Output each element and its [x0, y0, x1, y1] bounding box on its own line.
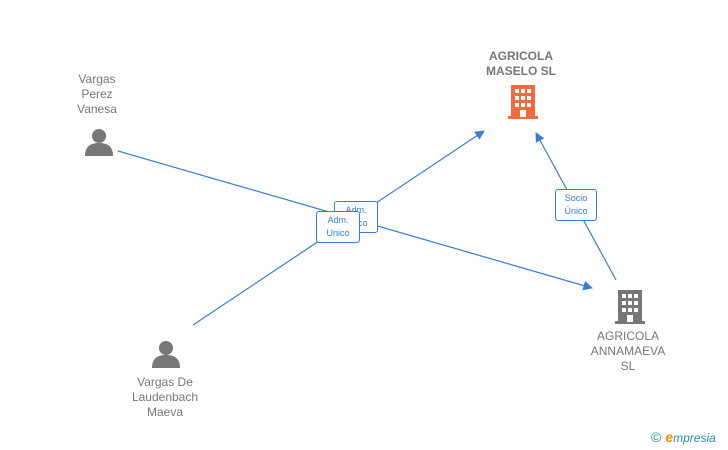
person-icon: [85, 129, 113, 156]
edge-label-adm-unico: Adm. Unico: [316, 211, 360, 243]
person-icon: [152, 341, 180, 368]
building-icon: [615, 290, 645, 324]
person-label-vanesa[interactable]: Vargas Perez Vanesa: [77, 72, 117, 116]
edge-label-socio-unico: Socio Único: [555, 189, 597, 221]
empresia-logo: ©empresia: [651, 429, 716, 445]
copyright-icon: ©: [651, 429, 662, 445]
company-label-annamaeva[interactable]: AGRICOLA ANNAMAEVA SL: [590, 329, 666, 373]
person-label-maeva[interactable]: Vargas De Laudenbach Maeva: [131, 375, 199, 419]
company-label-maselo[interactable]: AGRICOLA MASELO SL: [485, 49, 556, 78]
building-icon: [508, 85, 538, 119]
